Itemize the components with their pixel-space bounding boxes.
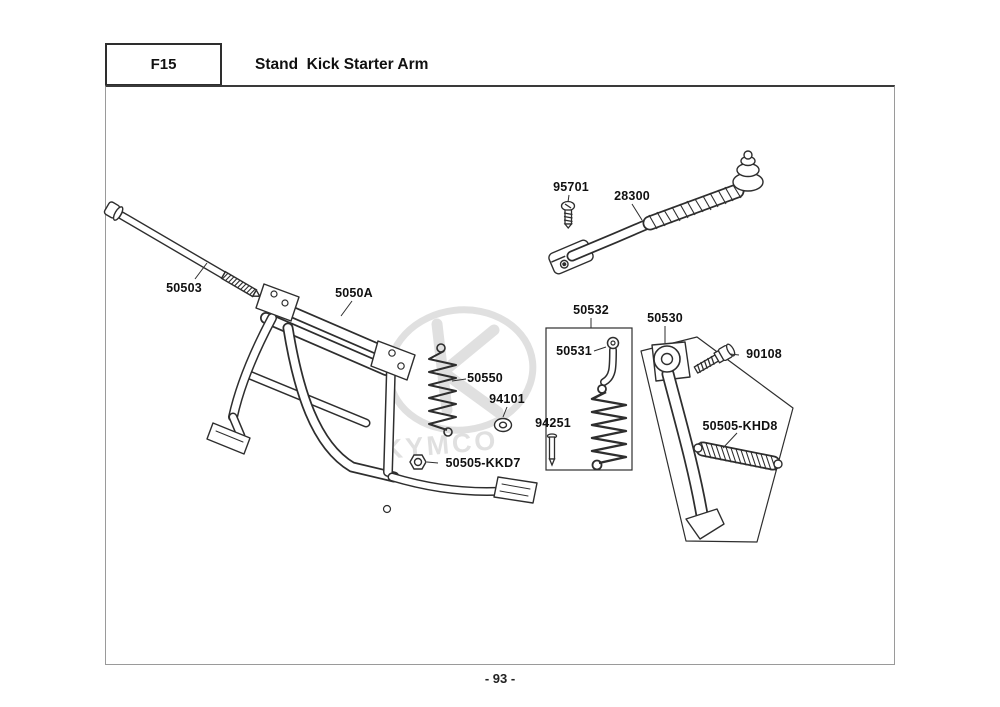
part-label-95701: 95701: [553, 180, 589, 194]
page-number: - 93 -: [484, 671, 516, 686]
washer-94101-drawing: [493, 417, 513, 433]
assembly-box-50532: [545, 327, 633, 471]
grip-knurling: [648, 184, 742, 230]
spring-50532-drawing: [590, 384, 628, 471]
part-label-50505-KKD7: 50505-KKD7: [445, 456, 521, 470]
part-label-94251: 94251: [535, 416, 571, 430]
part-label-28300: 28300: [614, 189, 650, 203]
sheet-title: Stand Kick Starter Arm: [255, 56, 429, 73]
hook-50531-drawing: [600, 336, 620, 386]
part-label-50550: 50550: [467, 371, 503, 385]
part-label-5050A: 5050A: [335, 286, 373, 300]
kick-starter-arm-drawing: [548, 150, 764, 275]
watermark-logo: KYMCO: [382, 306, 537, 465]
bolt-50503-drawing: [103, 201, 261, 298]
nut-50505kkd7-drawing: [409, 454, 427, 470]
part-label-90108: 90108: [746, 347, 782, 361]
leader-lines: [194, 194, 740, 464]
part-label-94101: 94101: [489, 392, 525, 406]
section-code: F15: [150, 56, 177, 73]
part-label-50531: 50531: [556, 344, 592, 358]
pin-94251-drawing: [546, 433, 558, 467]
side-stand-spring-coils: [700, 441, 777, 472]
side-stand-assembly-drawing: [640, 336, 794, 543]
part-label-50505-KHD8: 50505-KHD8: [702, 419, 778, 433]
part-label-50530: 50530: [647, 311, 683, 325]
bolt-90108-drawing: [693, 343, 736, 374]
spring-50550-drawing: [428, 343, 457, 437]
center-stand-drawing: [206, 283, 538, 514]
section-code-box: F15: [105, 43, 222, 86]
pedal-cap: [732, 150, 764, 192]
part-label-50503: 50503: [166, 281, 202, 295]
screw-95701-drawing: [560, 200, 576, 230]
part-label-50532: 50532: [573, 303, 609, 317]
side-stand-outline: [640, 336, 794, 543]
